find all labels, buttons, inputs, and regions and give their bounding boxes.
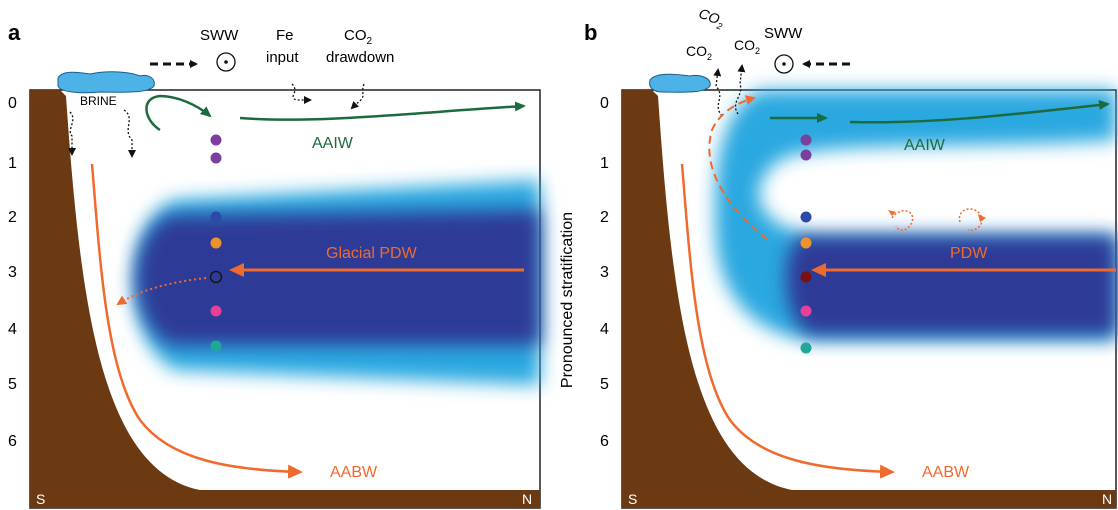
panel-a-continent [30,90,540,508]
panel-b-sea-ice [649,73,711,93]
panel-a-depth-3: 3 [8,264,17,281]
panel-b-co2-label-3: CO2 [734,37,760,56]
panel-a-south-label: S [36,491,45,507]
panel-a-sww-out-of-page-icon [216,52,236,72]
panel-a-aabw-arrow [90,163,303,479]
panel-b-aabw-arrow [680,163,895,479]
panel-b-aaiw-arrow [849,100,1110,124]
panel-b-aaiw-label: AAIW [904,137,946,154]
panel-a-sww-dot-icon [224,60,228,64]
panel-a-sample-dot [210,237,222,249]
panel-a-aaiw-arrow [239,101,526,121]
panel-a-sample-dot [210,340,222,352]
panel-a-sea-ice [57,71,155,94]
panel-b-letter: b [584,20,597,45]
panel-a-sample-dot [210,211,222,223]
panel-a-fe-label-1: Fe [276,27,294,44]
panel-b-sample-dot [800,211,812,223]
panel-b-sample-dot [800,305,812,317]
panel-b-south-label: S [628,491,637,507]
panel-b-sample-dot [800,134,812,146]
panel-a-depth-4: 4 [8,321,17,338]
panel-a-sample-dot [210,305,222,317]
panel-a-depth-5: 5 [8,376,17,393]
panel-a-drawdown-label: drawdown [326,49,394,66]
panel-b-depth-2: 2 [600,209,609,226]
panel-b-sww-out-of-page-icon [774,54,794,74]
panel-a-pdw-label: Glacial PDW [326,245,418,262]
panel-a-depth-6: 6 [8,433,17,450]
panel-a-aaiw-curl-arrow [145,94,212,132]
panel-b-north-label: N [1102,491,1112,507]
panel-a-fe-label-2: input [266,49,299,66]
panel-b-co2-outgas-arrow-2 [734,64,746,115]
panel-a-brine-arrow-2 [123,109,136,158]
panel-a-pdw-core [136,210,540,345]
panel-b-co2-label-1: CO2 [696,5,727,32]
panel-b-sww-label: SWW [764,25,803,42]
panel-b-co2-label-2: CO2 [686,43,712,62]
panel-b-eddy-arrowhead-icon [888,210,896,216]
panel-a-aabw-label: AABW [330,464,378,481]
panel-a-brine-arrow-1 [68,111,76,156]
panel-a-north-label: N [522,491,532,507]
panel-b-sample-dot [800,149,812,161]
panel-a-sww-label: SWW [200,27,239,44]
panel-b-depth-4: 4 [600,321,609,338]
panel-a-sample-dot [209,270,223,284]
panel-b-pdw-core [786,236,1116,335]
panel-b-continent [622,90,1116,508]
panel-b-depth-3: 3 [600,264,609,281]
panel-a-depth-0: 0 [8,95,17,112]
panel-b-sample-dot [800,342,812,354]
panel-b-aabw-label: AABW [922,464,970,481]
panel-b-depth-0: 0 [600,95,609,112]
panel-b-eddy-icon [958,208,983,232]
panel-a-brine-label: BRINE [80,94,117,108]
panel-b-depth-5: 5 [600,376,609,393]
panel-b-depth-6: 6 [600,433,609,450]
panel-b-pdw-label: PDW [950,245,988,262]
panel-b-stratification-label: Pronounced stratification [559,212,576,388]
panel-b-co2-outgas-arrow-1 [713,68,723,117]
panel-b: b 0 1 2 3 4 5 6 S N Pronounced stratific… [559,5,1117,509]
panel-b-sww-dot-icon [782,62,786,66]
panel-a-sample-dot [210,152,222,164]
panel-b-depth-1: 1 [600,155,609,172]
panel-a-depth-1: 1 [8,155,17,172]
panel-a-letter: a [8,20,21,45]
panel-a-aaiw-label: AAIW [312,135,354,152]
panel-b-eddy-arrowhead-icon [978,214,986,222]
panel-b-pdw-upwelling-arrow [708,95,769,241]
panel-a-sample-dot [210,134,222,146]
panel-b-sample-dot [800,237,812,249]
panel-a: a 0 1 2 3 4 5 6 S N SWW Fe input CO2 dra… [8,20,541,509]
panel-a-co2-label: CO2 [344,27,373,47]
panel-a-depth-2: 2 [8,209,17,226]
panel-b-sample-dot [800,271,812,283]
panel-a-pdw-upwelling-arrow [116,277,207,306]
